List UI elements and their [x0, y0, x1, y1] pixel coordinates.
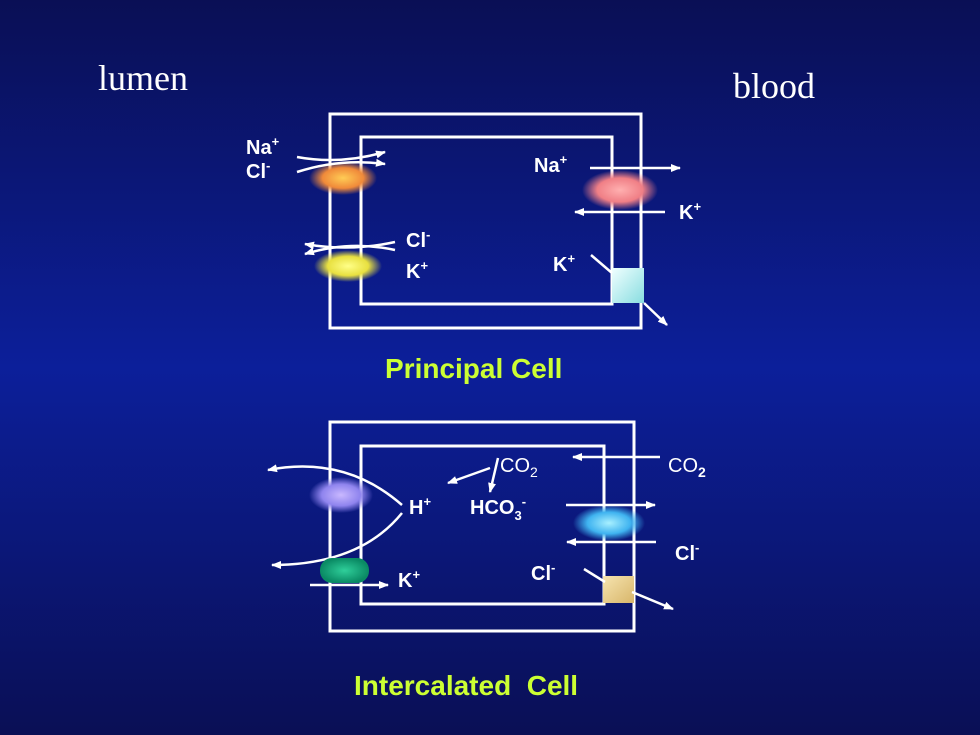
h-ion-label: H+ [409, 494, 431, 519]
h-k-atpase [320, 558, 369, 583]
k-channel-out-arrow [643, 302, 668, 326]
cl-hco3-exchanger [573, 505, 645, 541]
h-atpase-pump [309, 477, 373, 513]
cl-arrow [296, 158, 386, 174]
k-ion-label-2: K+ [679, 199, 701, 224]
cl-channel-out-arrow [631, 590, 674, 611]
k-cl-transporter [314, 250, 382, 282]
h-out-arrow-1 [267, 464, 403, 506]
blood-label: blood [733, 66, 815, 106]
na-ion-label: Na+ [246, 134, 280, 159]
intercalated-cell: H+ K+ CO2 HCO3- CO2 Cl- Cl- [267, 420, 706, 633]
principal-inner-membrane [359, 135, 614, 306]
cl-out-arrow [304, 240, 396, 250]
h-out-arrow-2 [271, 512, 403, 569]
k-channel [612, 268, 644, 303]
principal-cell-title: Principal Cell [385, 353, 562, 384]
na-ion-label-2: Na+ [534, 152, 568, 177]
cl-channel [603, 576, 634, 603]
cl-ion-label-4: Cl- [531, 560, 555, 585]
k-channel-in-line [590, 254, 613, 274]
co2-to-h-arrow [447, 466, 491, 485]
cl-ion-label: Cl- [246, 158, 270, 183]
cl-ion-label-2: Cl- [406, 227, 430, 252]
co2-outside-label: CO2 [668, 455, 706, 480]
k-ion-label-4: K+ [398, 567, 420, 592]
lumen-label: lumen [98, 58, 188, 98]
k-out-arrow [304, 244, 396, 256]
cl-channel-in-line [583, 567, 606, 584]
hco3-ion-label: HCO3- [470, 494, 526, 523]
principal-cell: Na+ Cl- Cl- K+ Na+ K+ K+ [246, 112, 701, 330]
na-arrow [296, 150, 386, 162]
principal-outer-membrane [328, 112, 643, 330]
na-k-pump [582, 170, 658, 210]
co2-to-hco3-arrow [488, 457, 500, 493]
intercalated-cell-title: Intercalated Cell [354, 670, 578, 701]
k-ion-label: K+ [406, 258, 428, 283]
cl-ion-label-3: Cl- [675, 540, 699, 565]
k-ion-label-3: K+ [553, 251, 575, 276]
co2-inside-label: CO2 [500, 455, 538, 480]
na-cl-transporter [309, 161, 377, 195]
